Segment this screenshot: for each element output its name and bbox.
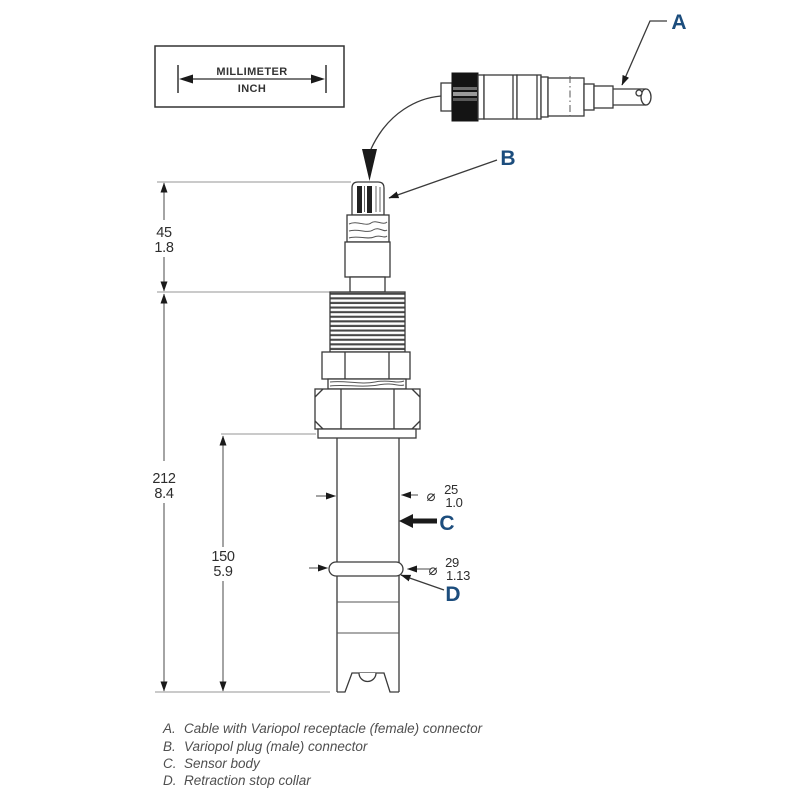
- label-c: C: [439, 512, 454, 535]
- scale-legend-box: MILLIMETER INCH: [154, 45, 345, 108]
- callout-c: C: [399, 512, 455, 535]
- dia-29-mm: 29: [445, 555, 459, 570]
- mating-arrowhead-icon: [362, 149, 377, 181]
- cable-boot: [593, 85, 614, 109]
- legend-key-a: A.: [162, 721, 176, 736]
- oring-collar: [346, 214, 390, 243]
- dim-212-inch: 8.4: [154, 486, 173, 502]
- dimension-dia-29: ⌀ 29 1.13: [309, 555, 470, 583]
- retraction-stop-collar: [328, 561, 404, 577]
- dimension-45: 45 1.8: [154, 182, 174, 292]
- legend-key-b: B.: [163, 739, 176, 754]
- callout-b: B: [388, 147, 516, 199]
- gasket-strip: [327, 378, 407, 390]
- label-a: A: [671, 11, 686, 34]
- sensor-bulb: [358, 672, 377, 683]
- scale-millimeter-label: MILLIMETER: [216, 66, 287, 78]
- c-arrowhead-icon: [399, 514, 413, 528]
- legend-key-d: D.: [163, 773, 177, 788]
- cable-connector: [440, 72, 652, 122]
- lower-hex-nut: [314, 388, 421, 430]
- legend-key-c: C.: [163, 756, 177, 771]
- extension-lines: [155, 181, 351, 693]
- dia-25-inch: 1.0: [445, 495, 462, 510]
- label-d: D: [445, 583, 460, 606]
- callout-a: A: [621, 11, 687, 86]
- process-thread: [329, 291, 406, 353]
- knurled-coupling-ring: [451, 72, 479, 122]
- label-b: B: [500, 147, 515, 170]
- legend-text-a: Cable with Variopol receptacle (female) …: [184, 721, 483, 736]
- dimension-212: 212 8.4: [152, 293, 176, 692]
- dim-45-inch: 1.8: [154, 240, 173, 256]
- plug-stem: [349, 276, 386, 293]
- plug-neck: [344, 241, 391, 278]
- upper-hex-nut: [321, 351, 411, 380]
- legend-text-c: Sensor body: [184, 756, 261, 771]
- dia-25-mm: 25: [444, 482, 458, 497]
- variopol-plug: [351, 181, 385, 216]
- scale-arrow-right-icon: [311, 74, 325, 84]
- scale-inch-label: INCH: [238, 83, 267, 95]
- dimension-dia-25: ⌀ 25 1.0: [316, 482, 463, 510]
- dim-212-mm: 212: [152, 471, 176, 487]
- dim-45-mm: 45: [156, 225, 172, 241]
- dia-29-symbol: ⌀: [428, 562, 437, 579]
- dim-150-inch: 5.9: [213, 564, 232, 580]
- legend-list: A. Cable with Variopol receptacle (femal…: [162, 721, 483, 788]
- cable: [613, 88, 652, 106]
- dia-29-inch: 1.13: [446, 568, 470, 583]
- callout-d: D: [400, 574, 461, 606]
- dimension-150: 150 5.9: [211, 435, 235, 692]
- dim-150-mm: 150: [211, 549, 235, 565]
- legend-text-b: Variopol plug (male) connector: [184, 739, 368, 754]
- sensor-assembly: [314, 181, 421, 693]
- mating-direction-arrow: [362, 95, 442, 181]
- hex-flange: [317, 428, 417, 439]
- scale-arrow-left-icon: [179, 74, 193, 84]
- dia-25-symbol: ⌀: [426, 488, 435, 505]
- legend-text-d: Retraction stop collar: [184, 773, 311, 788]
